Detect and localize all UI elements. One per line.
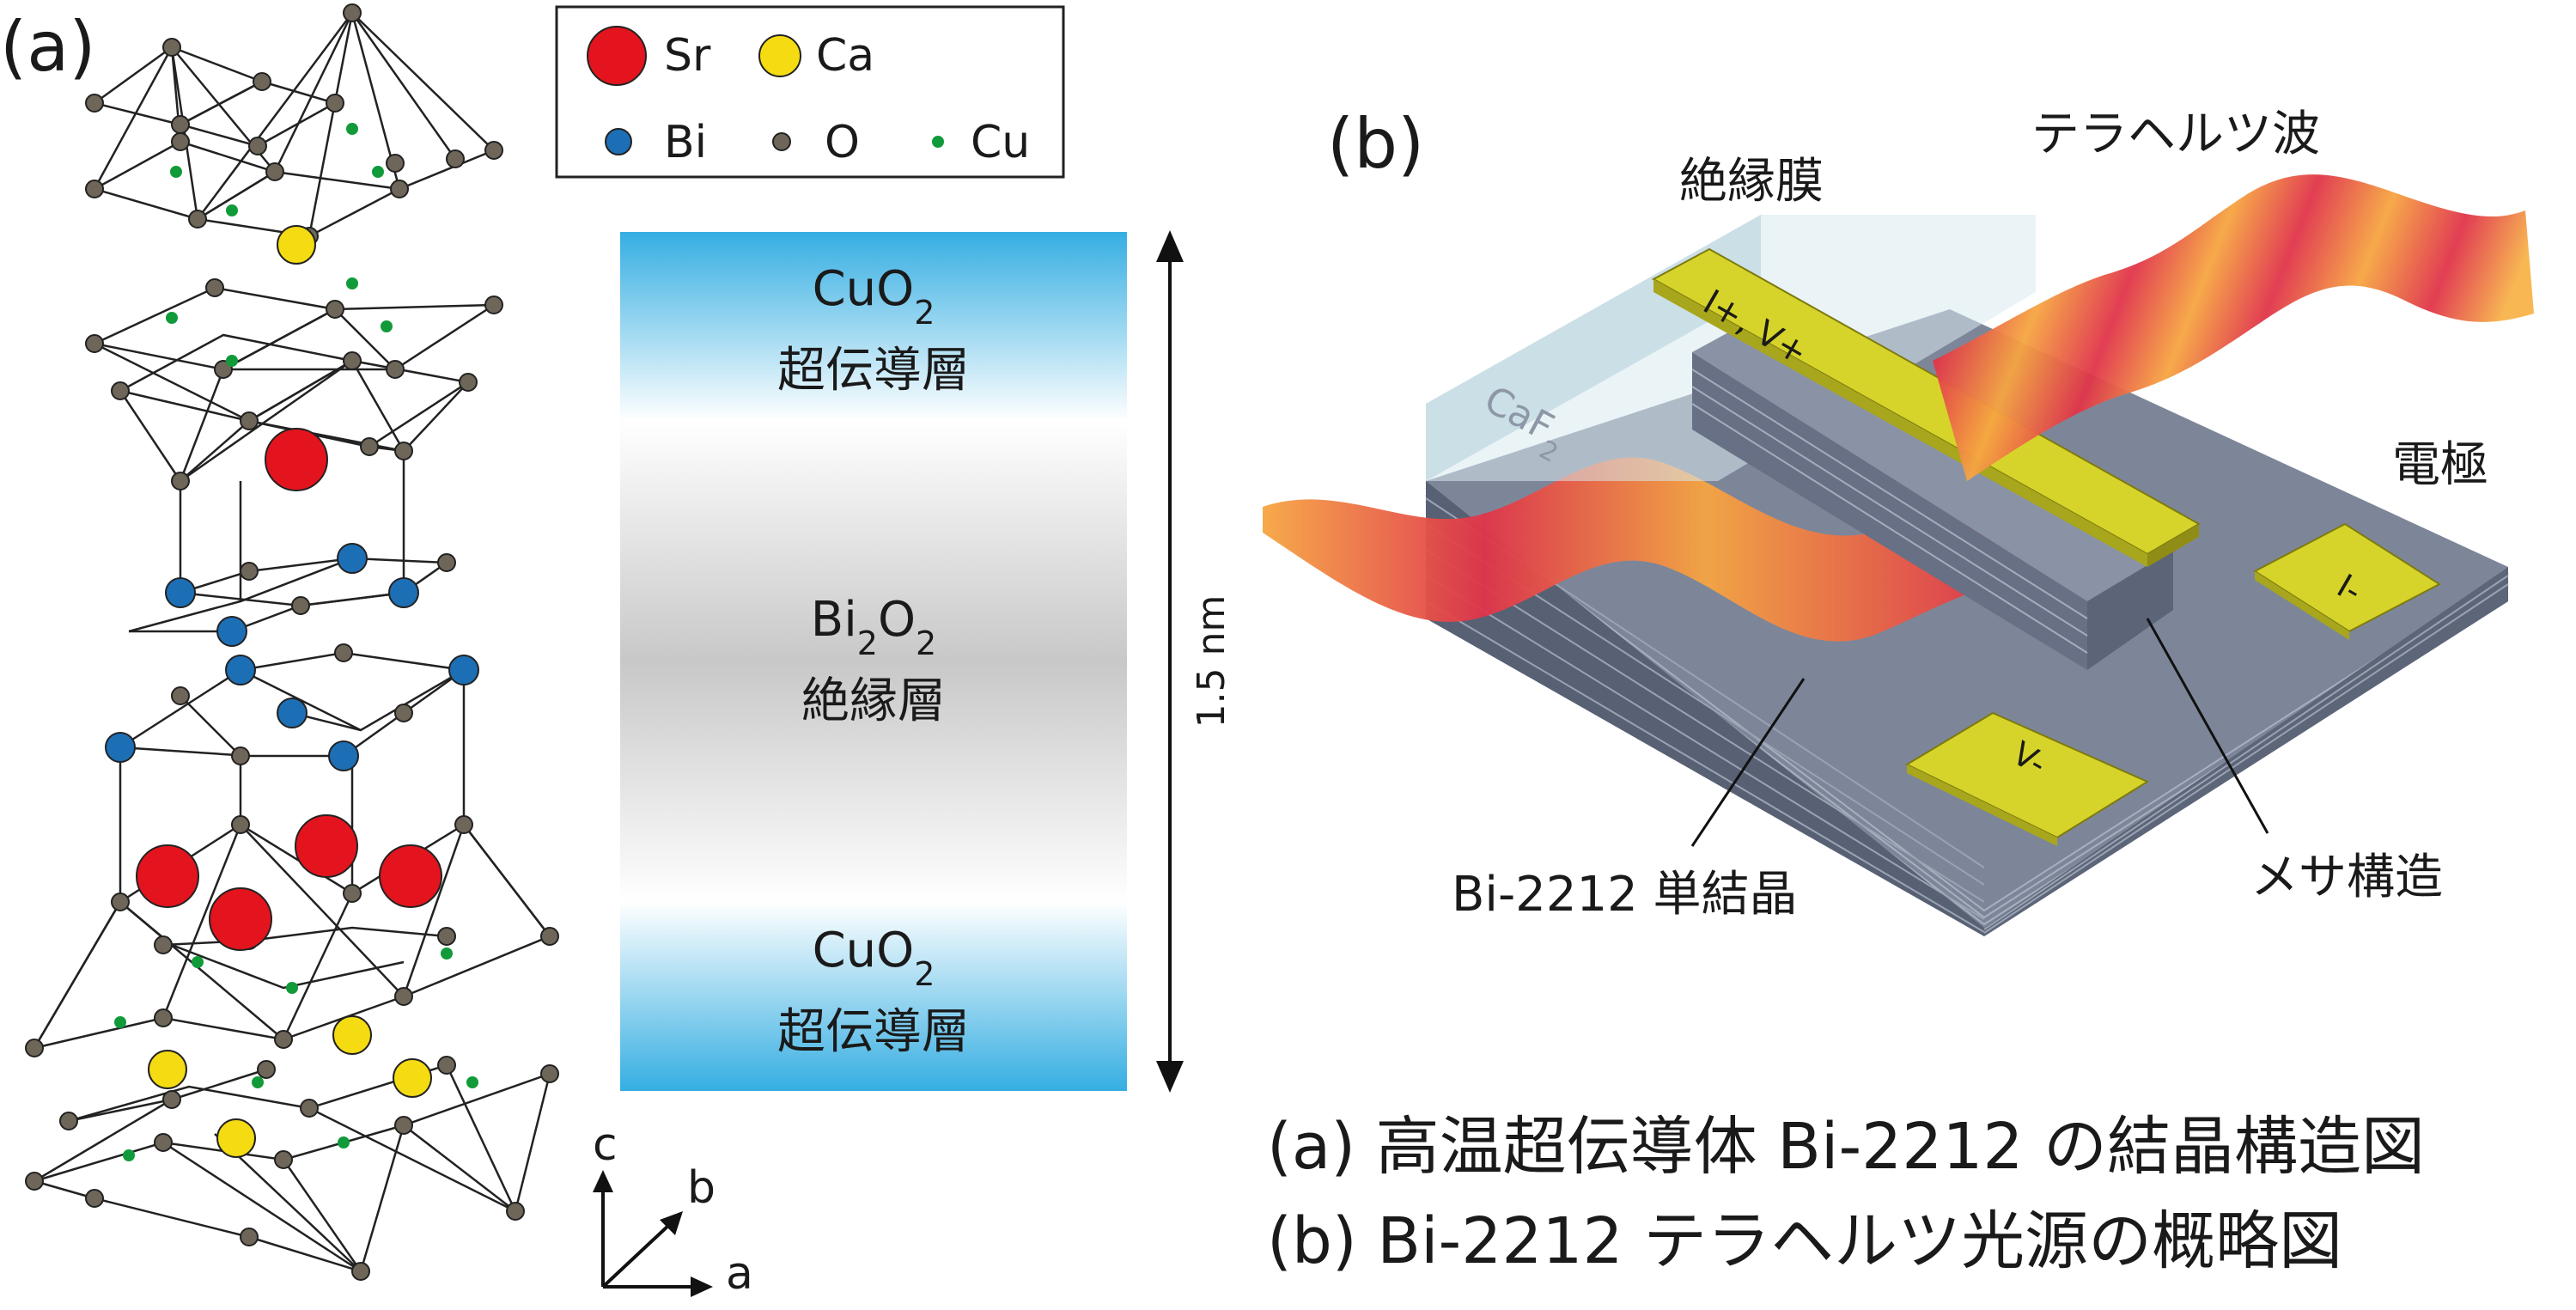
axis-a-label: a xyxy=(726,1248,753,1300)
bismuth-atoms xyxy=(106,544,478,771)
device-illustration: I+, V+ I- V- xyxy=(1263,174,2534,936)
terahertz-wave-label: テラヘルツ波 xyxy=(2031,107,2320,162)
caption-line-2: (b) Bi-2212 テラヘルツ光源の概略図 xyxy=(1267,1204,2342,1278)
panel-a-label: (a) xyxy=(0,7,95,87)
scale-arrow: 1.5 nm xyxy=(1156,230,1233,1093)
legend: Sr Ca Bi O Cu xyxy=(557,7,1063,177)
legend-cu-swatch xyxy=(932,136,944,148)
mesa-label: メサ構造 xyxy=(2250,850,2443,905)
legend-o-swatch xyxy=(773,133,790,150)
caption-line-1: (a) 高温超伝導体 Bi-2212 の結晶構造図 xyxy=(1267,1110,2425,1184)
legend-bi-label: Bi xyxy=(664,117,707,168)
atoms xyxy=(26,4,558,1280)
insulating-film-label: 絶縁膜 xyxy=(1679,154,1824,210)
panel-b-label: (b) xyxy=(1327,104,1424,184)
legend-bi-swatch xyxy=(606,129,631,155)
legend-sr-swatch xyxy=(588,27,646,85)
legend-cu-label: Cu xyxy=(971,117,1030,168)
layer-top-name: 超伝導層 xyxy=(777,343,970,399)
legend-ca-label: Ca xyxy=(816,30,874,82)
scale-label: 1.5 nm xyxy=(1190,595,1233,728)
layer-mid-name: 絶縁層 xyxy=(801,673,946,729)
electrode-label: 電極 xyxy=(2392,437,2488,493)
axis-c-label: c xyxy=(593,1119,618,1171)
crystal-label: Bi-2212 単結晶 xyxy=(1452,867,1798,923)
legend-ca-swatch xyxy=(759,35,801,76)
layer-bottom-name: 超伝導層 xyxy=(777,1004,970,1060)
oxygen-atoms xyxy=(26,4,558,1280)
legend-o-label: O xyxy=(825,117,860,168)
legend-sr-label: Sr xyxy=(664,30,711,82)
axis-b-label: b xyxy=(687,1162,716,1214)
